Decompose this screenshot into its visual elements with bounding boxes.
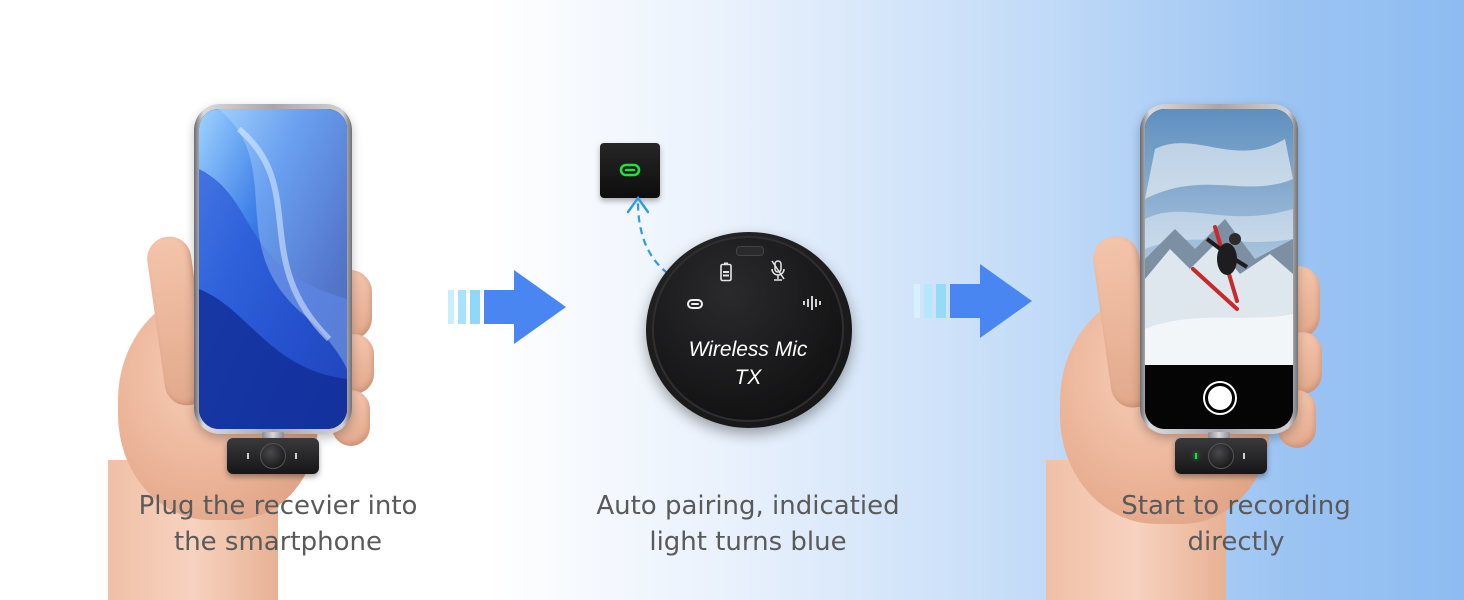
link-icon [687,299,703,309]
transmitter-label: Wireless Mic TX [654,336,842,392]
phone-screen-camera [1145,109,1293,429]
battery-icon [720,262,732,282]
caption-step-3-line-2: directly [1187,527,1285,557]
caption-step-1-line-2: the smartphone [174,527,382,557]
pairing-indicator-box [600,143,660,198]
phone-screen-wallpaper [199,109,347,429]
smartphone-left [194,104,352,434]
transmitter-label-line-1: Wireless Mic [688,338,808,361]
transmitter-mic: Wireless Mic TX [646,232,852,428]
receiver-right [1175,438,1267,474]
caption-step-2-line-2: light turns blue [649,527,847,557]
smartphone-right [1140,104,1298,434]
transmitter-label-line-2: TX [734,366,762,389]
link-icon [619,163,641,177]
receiver-status-light [1195,453,1197,459]
transmitter-face: Wireless Mic TX [652,236,844,422]
camera-shutter-button[interactable] [1205,383,1235,413]
caption-step-1: Plug the recevier into the smartphone [118,488,438,560]
caption-step-3: Start to recording directly [1076,488,1396,560]
receiver-knob [1208,443,1234,469]
pairing-curve-arrow-icon [626,195,679,281]
receiver-knob [260,443,286,469]
arrow-right-icon [448,270,566,344]
caption-step-2-line-1: Auto pairing, indicatied [596,491,900,521]
caption-step-2: Auto pairing, indicatied light turns blu… [578,488,918,560]
receiver-left [227,438,319,474]
transmitter-top-slot [736,246,764,256]
caption-step-3-line-1: Start to recording [1121,491,1351,521]
mute-mic-icon [771,260,785,281]
audio-wave-icon [803,296,821,310]
caption-step-1-line-1: Plug the recevier into [138,491,418,521]
arrow-right-icon [914,264,1032,338]
